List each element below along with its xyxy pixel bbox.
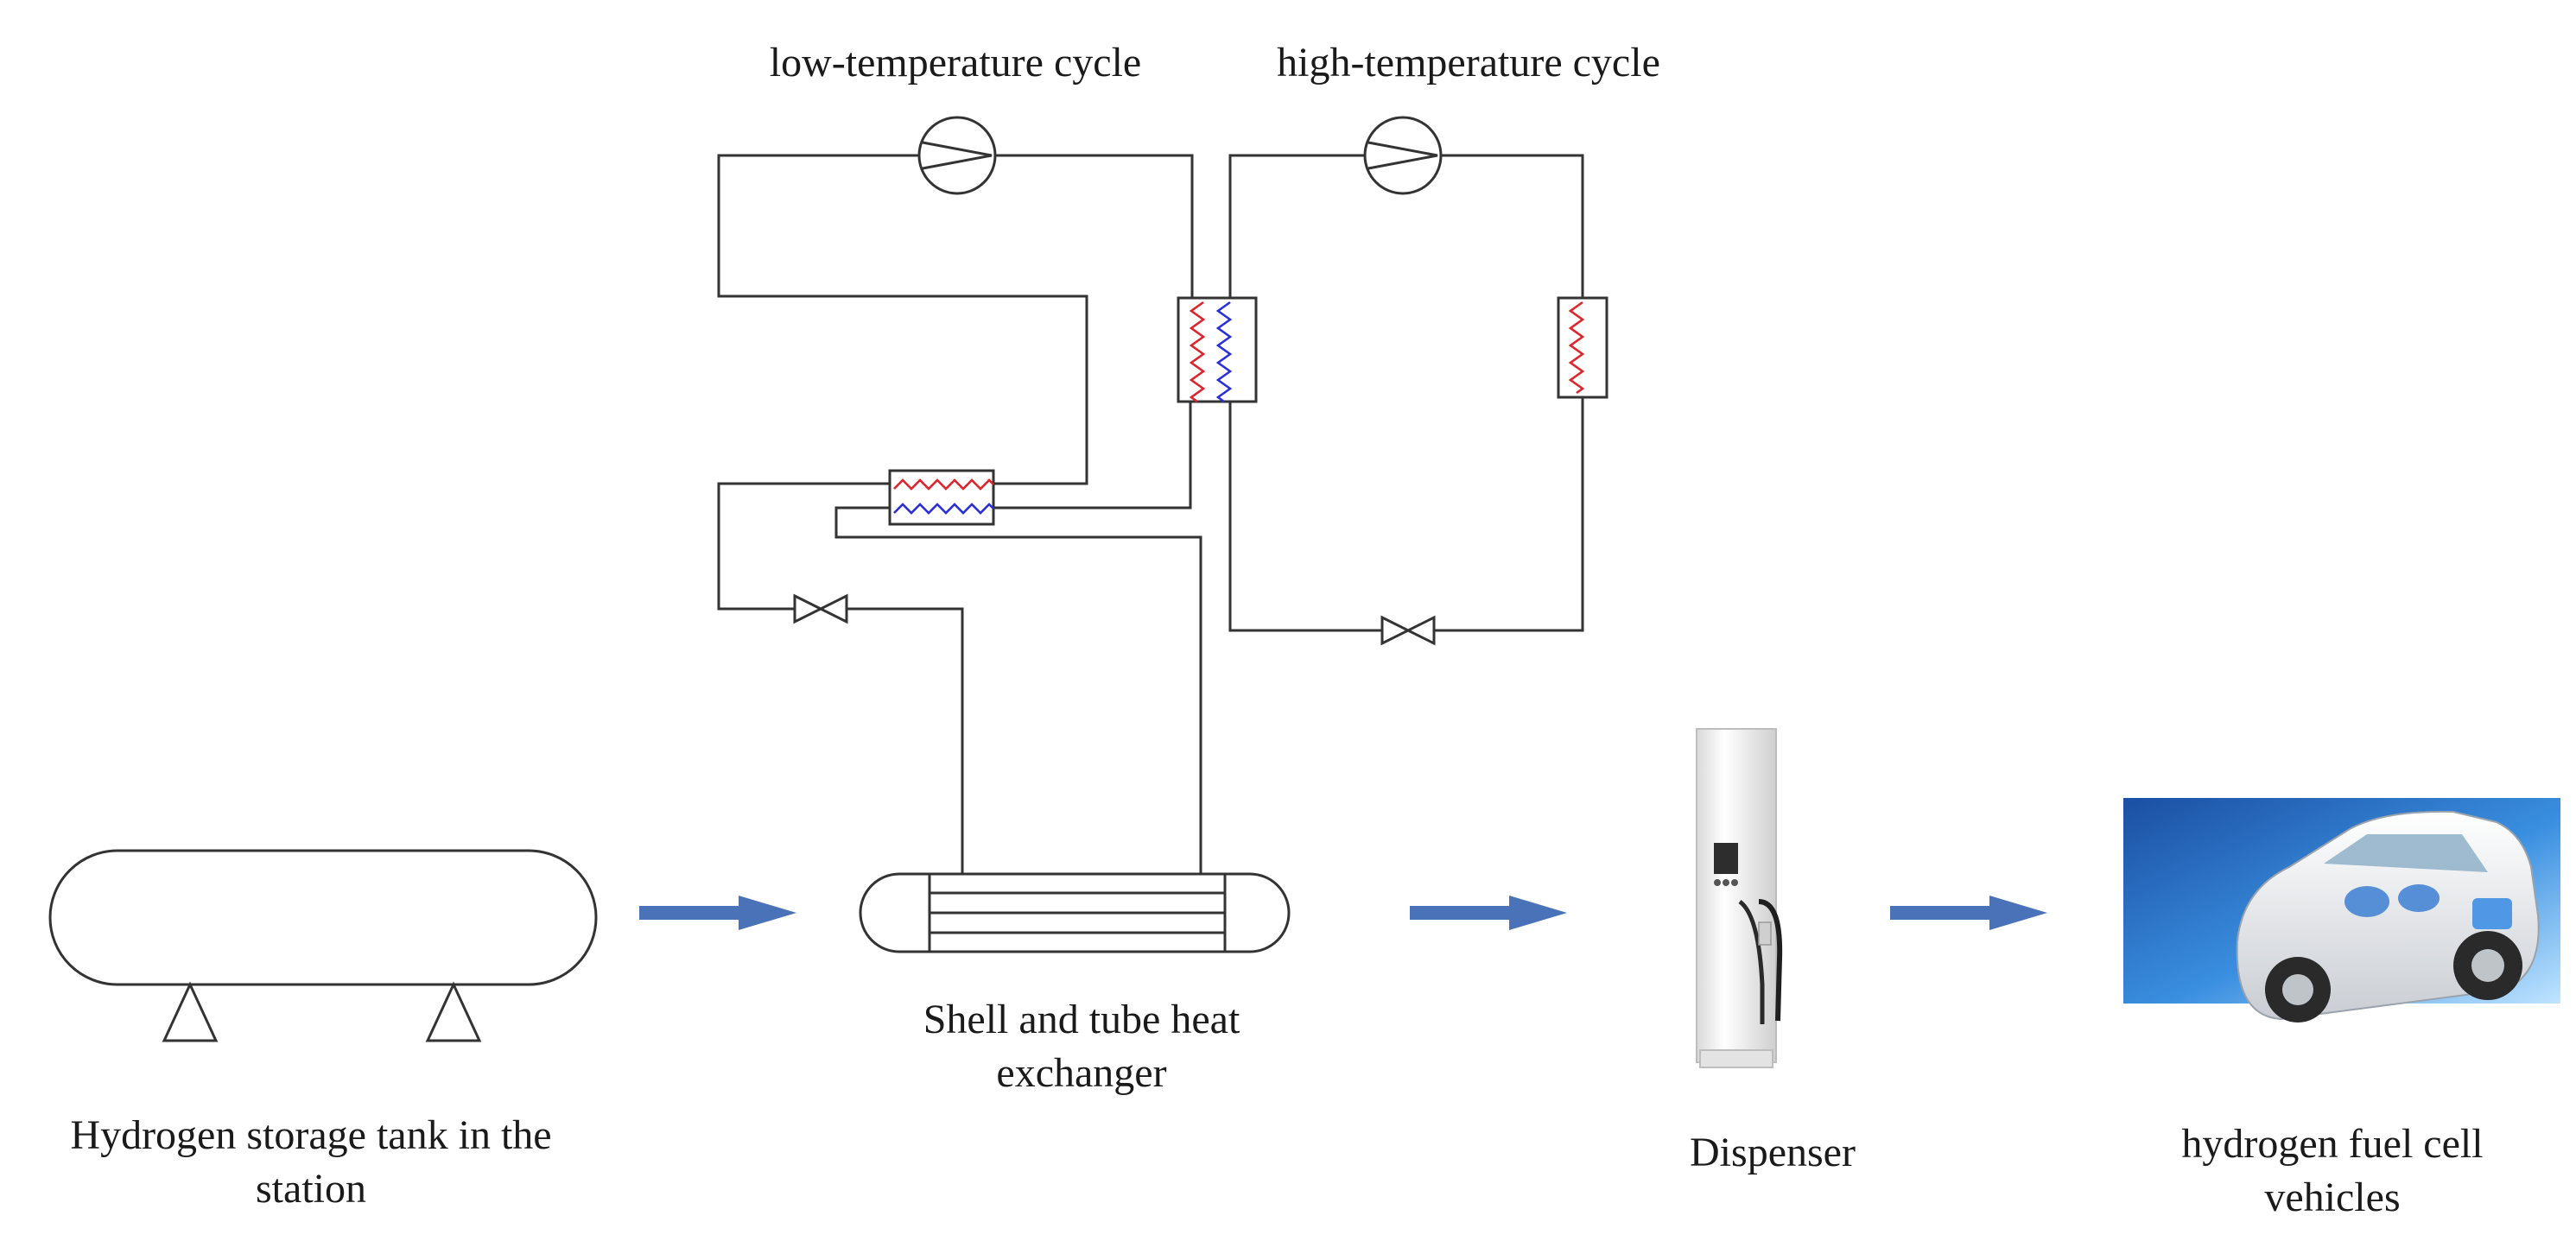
hydrogen-storage-tank: [48, 849, 598, 1042]
dispenser-icon: [1696, 728, 1783, 1068]
tank-support-right: [425, 981, 482, 1042]
fuel-cell-vehicle-icon: [2123, 798, 2560, 1023]
high-temperature-cycle: [1228, 154, 1584, 632]
high-temperature-cycle-label: high-temperature cycle: [1277, 40, 1660, 85]
tank-support-left: [162, 981, 219, 1042]
shell-tube-hx-label-line1: Shell and tube heat: [923, 997, 1240, 1042]
tank-label-line2: station: [256, 1166, 366, 1212]
shell-and-tube-heat-exchanger: [859, 872, 1291, 953]
expansion-valve-icon: [1380, 615, 1436, 646]
flow-arrow-icon: [1890, 896, 2047, 930]
low-temperature-cycle-label: low-temperature cycle: [770, 40, 1141, 85]
hydrogen-precooler-heat-exchanger: [888, 469, 995, 526]
vehicle-label-line2: vehicles: [2264, 1175, 2400, 1220]
flow-arrow-icon: [1410, 896, 1567, 930]
expansion-valve-icon: [793, 593, 848, 624]
low-cycle-top-loop-pipe: [717, 154, 1194, 485]
vehicle-label-line1: hydrogen fuel cell: [2181, 1121, 2483, 1167]
compressor-icon: [917, 116, 997, 195]
low-cycle-left-loop-pipe: [717, 482, 890, 611]
shell-tube-hx-label-line2: exchanger: [996, 1050, 1166, 1096]
compressor-icon: [1363, 116, 1443, 195]
cascade-heat-exchanger: [1177, 296, 1258, 403]
low-cycle-return-line: [993, 402, 1192, 510]
low-temperature-cycle: [717, 154, 1202, 874]
dispenser-label: Dispenser: [1690, 1130, 1856, 1175]
low-cycle-hx-line: [834, 506, 1202, 874]
low-cycle-valve-line: [847, 607, 964, 874]
tank-label-line1: Hydrogen storage tank in the: [70, 1112, 551, 1158]
condenser-heat-exchanger: [1557, 296, 1608, 399]
flow-arrow-icon: [639, 896, 796, 930]
high-cycle-loop-pipe: [1228, 154, 1584, 632]
